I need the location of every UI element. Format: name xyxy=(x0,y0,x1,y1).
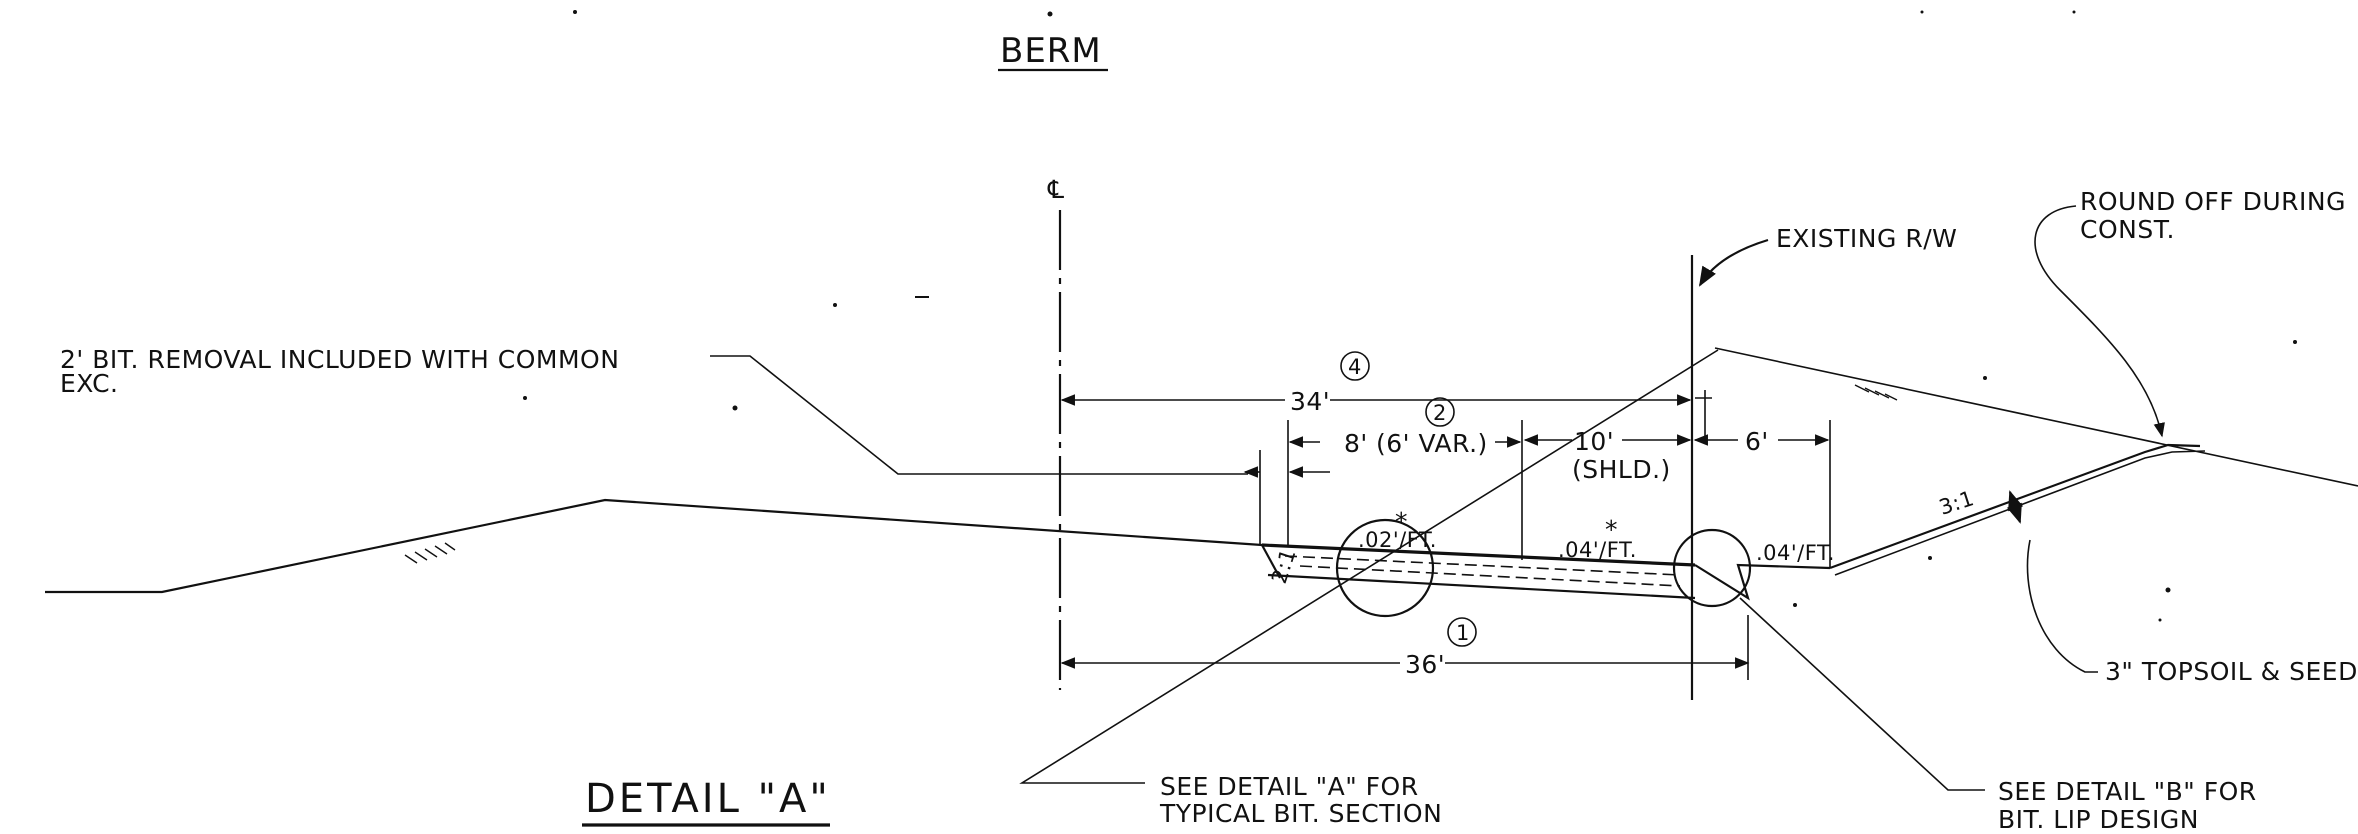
pavement-top xyxy=(1261,543,1696,567)
slope-line-top xyxy=(1829,443,2201,570)
callout-4: 4 xyxy=(1348,355,1362,379)
round-off-note: ROUND OFF DURING CONST. xyxy=(2034,187,2346,438)
ground-line-right xyxy=(1714,347,2358,487)
dimensions: 34' 4 36' 1 8' (6' VAR.) 2 10' (SHLD.) 6… xyxy=(1060,351,1831,680)
topsoil-note: 3" TOPSOIL & SEED xyxy=(2026,539,2358,686)
round-off-line2: CONST. xyxy=(2080,215,2175,244)
berm-title-text: BERM xyxy=(1000,31,1102,71)
bit-removal-note: 2' BIT. REMOVAL INCLUDED WITH COMMON EXC… xyxy=(60,345,1248,475)
see-detail-a-line1: SEE DETAIL "A" FOR xyxy=(1160,772,1419,801)
existing-rw-leader xyxy=(1698,238,1769,287)
bit-removal-line2: EXC. xyxy=(60,369,119,398)
existing-rw-label: EXISTING R/W xyxy=(1776,224,1957,253)
round-off-leader xyxy=(2034,205,2165,438)
topsoil-thickness-mark xyxy=(2006,490,2024,524)
callout-2: 2 xyxy=(1433,401,1447,425)
detail-a-title: DETAIL "A" xyxy=(582,776,831,827)
centerline: ℄ xyxy=(1047,175,1065,690)
dim-shld-label: (SHLD.) xyxy=(1572,455,1671,484)
dim-6-label: 6' xyxy=(1745,427,1769,456)
existing-rw: EXISTING R/W xyxy=(1690,224,1957,700)
see-detail-a-leader xyxy=(1019,349,1719,784)
lip-outline xyxy=(1694,563,1831,601)
callout-2-circle xyxy=(1425,397,1455,427)
dim-6var-label: (6' VAR.) xyxy=(1376,429,1488,458)
centerline-icon: ℄ xyxy=(1047,175,1065,204)
slope-2-1-label: 2:1 xyxy=(1267,546,1301,587)
detail-b-circle xyxy=(1672,528,1752,608)
dim-10-label: 10' xyxy=(1574,427,1614,456)
callout-4-circle xyxy=(1340,351,1370,381)
topsoil-label: 3" TOPSOIL & SEED xyxy=(2105,657,2358,686)
slope-line-bottom xyxy=(1834,450,2206,576)
pavement-layers xyxy=(1284,555,1681,587)
bit-removal-leader xyxy=(710,355,1248,475)
ground-profile xyxy=(45,347,2358,594)
berm-title: BERM xyxy=(998,11,1108,72)
dim-34-label: 34' xyxy=(1290,387,1330,416)
see-detail-b-line2: BIT. LIP DESIGN xyxy=(1998,805,2199,834)
dim-36-label: 36' xyxy=(1405,650,1445,679)
see-detail-a-note: SEE DETAIL "A" FOR TYPICAL BIT. SECTION xyxy=(1019,349,1719,828)
asterisk-2: * xyxy=(1605,515,1618,544)
slope-04b-label: .04'/FT. xyxy=(1756,541,1835,565)
round-off-line1: ROUND OFF DURING xyxy=(2080,187,2346,216)
see-detail-b-note: SEE DETAIL "B" FOR BIT. LIP DESIGN xyxy=(1739,597,2257,834)
asterisk-1: * xyxy=(1395,507,1408,536)
callout-1: 1 xyxy=(1456,621,1470,645)
see-detail-a-line2: TYPICAL BIT. SECTION xyxy=(1159,799,1442,828)
ground-hatch-icon xyxy=(404,384,1898,564)
detail-a-title-text: DETAIL "A" xyxy=(585,776,831,822)
slope-04a-label: .04'/FT. xyxy=(1558,538,1637,562)
scan-specks xyxy=(523,10,2297,622)
berm-mark xyxy=(1047,11,1053,17)
ground-line-left xyxy=(45,498,1263,594)
callout-1-circle xyxy=(1447,617,1477,647)
slope-rates: .02'/FT. * .04'/FT. * .04'/FT. xyxy=(1358,507,1835,565)
bit-removal-line1: 2' BIT. REMOVAL INCLUDED WITH COMMON xyxy=(60,345,619,374)
slope-3-1-label: 3:1 xyxy=(1936,486,1977,520)
pavement-left-edge xyxy=(1261,544,1281,579)
side-slope: 3:1 xyxy=(1829,443,2206,576)
see-detail-b-leader xyxy=(1739,597,1985,791)
slope-02-label: .02'/FT. xyxy=(1358,528,1437,552)
see-detail-b-line1: SEE DETAIL "B" FOR xyxy=(1998,777,2257,806)
topsoil-leader xyxy=(2026,539,2098,673)
pavement-bottom xyxy=(1267,573,1696,600)
detail-a-circle xyxy=(1335,518,1435,618)
dim-8-label: 8' xyxy=(1344,429,1368,458)
